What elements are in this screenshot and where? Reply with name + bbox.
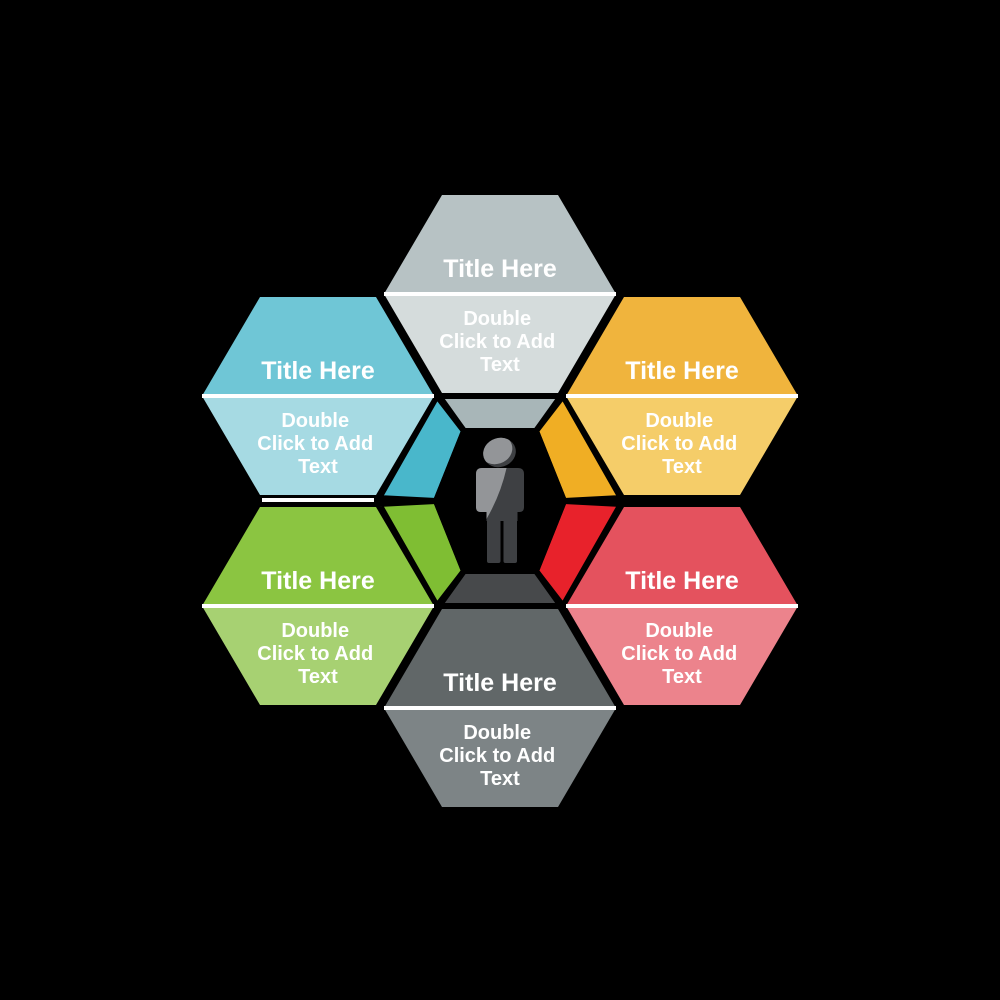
hexagon-title[interactable]: Title Here [261,567,375,595]
hexagon-bottom-half[interactable] [384,294,616,393]
hexagon-lower-right[interactable]: Title Here Double Click to Add Text [566,507,798,705]
hexagon-body-text[interactable]: Double Click to Add Text [439,308,561,376]
hexagon-top-half[interactable] [566,507,798,606]
hexagon-bottom-half[interactable] [202,396,434,495]
hexagon-upper-left[interactable]: Title Here Double Click to Add Text [202,297,434,495]
hexagon-lower-left[interactable]: Title Here Double Click to Add Text [202,507,434,705]
center-frustum [373,390,627,612]
hexagon-top-half[interactable] [384,609,616,708]
hexagon-top[interactable]: Title Here Double Click to Add Text [384,195,616,393]
hexagon-body-text[interactable]: Double Click to Add Text [257,620,379,688]
hexagon-body-text[interactable]: Double Click to Add Text [621,410,743,478]
hexagon-title[interactable]: Title Here [625,567,739,595]
hexagon-top-half[interactable] [202,297,434,396]
hexagon-upper-right[interactable]: Title Here Double Click to Add Text [566,297,798,495]
person-body-highlight [476,468,507,519]
hexagon-body-text[interactable]: Double Click to Add Text [439,722,561,790]
hexagon-body-text[interactable]: Double Click to Add Text [257,410,379,478]
hexagon-top-half[interactable] [566,297,798,396]
hexagon-title[interactable]: Title Here [443,255,557,283]
hexagon-bottom-half[interactable] [202,606,434,705]
flap-bottom-platform [433,568,567,609]
hexagon-title[interactable]: Title Here [625,357,739,385]
hexagon-top-half[interactable] [384,195,616,294]
hexagon-body-text[interactable]: Double Click to Add Text [621,620,743,688]
hexagon-title[interactable]: Title Here [261,357,375,385]
hexagon-bottom-half[interactable] [384,708,616,807]
hexagon-bottom-half[interactable] [566,396,798,495]
hexagon-bottom-half[interactable] [566,606,798,705]
hexagon-bottom[interactable]: Title Here Double Click to Add Text [384,609,616,807]
hexagon-title[interactable]: Title Here [443,669,557,697]
hexagon-top-half[interactable] [202,507,434,606]
